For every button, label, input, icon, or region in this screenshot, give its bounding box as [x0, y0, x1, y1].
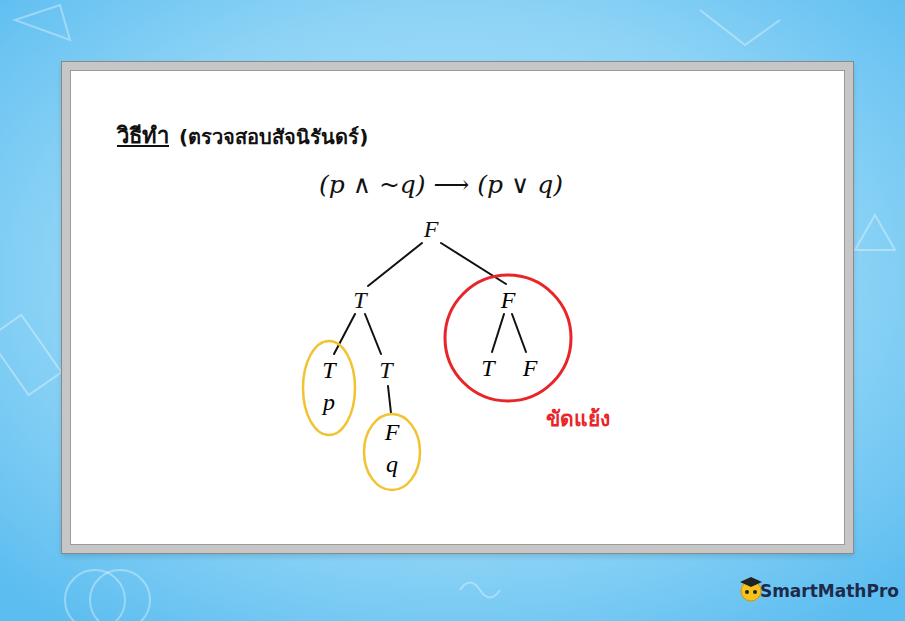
truth-value: T	[481, 356, 494, 380]
formula: (p ∧ ~q) ⟶ (p ∨ q)	[319, 170, 563, 199]
contradiction-circle: F T F	[445, 275, 571, 401]
truth-value: T	[379, 358, 392, 382]
contradiction-note: ขัดแย้ง	[546, 402, 610, 435]
truth-value: q	[386, 452, 398, 476]
truth-value: F	[523, 356, 538, 380]
logo-icon	[740, 577, 762, 601]
truth-value: T	[322, 358, 335, 382]
truth-value: F	[385, 420, 400, 444]
outline	[303, 341, 355, 435]
answer-ellipse: Fq	[364, 414, 420, 490]
truth-value: F	[424, 217, 439, 241]
subheading: (ตรวจสอบสัจนิรันดร์)	[179, 121, 368, 153]
truth-value: T	[353, 288, 366, 312]
heading: วิธีทำ	[117, 118, 169, 153]
answer-ellipse: Tp	[303, 341, 355, 435]
truth-value: p	[323, 390, 335, 414]
truth-value: F	[501, 288, 516, 312]
logo-text: SmartMathPro	[760, 581, 899, 601]
